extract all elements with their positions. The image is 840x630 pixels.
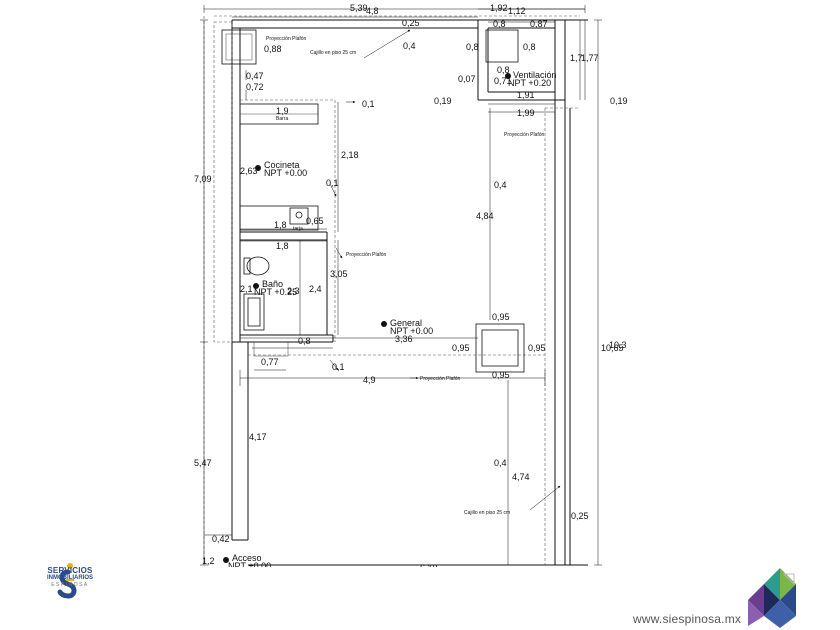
dim-col-087: 0,87 [530,19,548,29]
dim-top-48: 4,8 [366,6,379,16]
room-labels: Cocineta NPT +0.00 Baño NPT +0.25 Genera… [228,70,557,571]
dim-h-49: 4,9 [363,375,376,385]
room-markers [223,73,511,563]
dim-left-547: 5,47 [194,458,212,468]
room-level-cocineta: NPT +0.00 [264,168,307,178]
room-name-ventilacion: Ventilación [513,70,557,80]
dim-left-709: 7,09 [194,174,212,184]
walls [231,19,588,566]
dim-left-047: 0,47 [246,71,264,81]
note-cajillo-bottom: Cajillo en piso 25 cm [464,510,510,516]
dim-v-025: 0,25 [571,511,589,521]
dim-v-24: 2,4 [309,284,322,294]
dim-col-08b: 0,8 [466,42,479,52]
note-proyeccion-right: Proyección Plafón [504,132,545,138]
room-name-bano: Baño [262,279,283,289]
dim-h-18a: 1,8 [274,220,287,230]
room-name-general: General [390,318,422,328]
dim-left-072: 0,72 [246,82,264,92]
dimension-lines [200,5,602,566]
dim-h-042: 0,42 [212,534,230,544]
dim-h-18b: 1,8 [276,241,289,251]
dim-top-112: 1,12 [508,6,526,16]
note-barra: Barra [276,116,288,122]
dim-v-417: 4,17 [249,432,267,442]
brand-line1: SERVICIOS [47,566,93,575]
room-level-bano: NPT +0.25 [254,287,297,297]
dim-v-484: 4,84 [476,211,494,221]
dim-col-08a: 0,8 [493,19,506,29]
crop-mask [180,567,640,575]
room-level-general: NPT +0.00 [390,326,433,336]
dim-bano-23: 2,3 [287,286,300,296]
dim-left-088: 0,88 [264,44,282,54]
brand-line3: ESPINOSA [51,582,89,588]
note-cajillo-top: Cajillo en piso 25 cm [310,50,356,56]
dim-h-019b: 0,19 [610,96,628,106]
dim-top-025: 0,25 [402,18,420,28]
note-tarja: tarja [293,226,303,232]
dim-col-095-bot: 0,95 [492,370,510,380]
dim-right-177: 1,77 [581,53,599,63]
mosaic-logo [748,568,796,628]
note-proyeccion-bath: Proyección Plafón [346,252,387,258]
dim-right-17: 1,7 [570,53,583,63]
brand-name: SERVICIOS INMOBILIARIOS ESPINOSA [28,566,112,588]
dim-col-095-top: 0,95 [492,312,510,322]
dim-v-065: 0,65 [306,216,324,226]
dim-h-19: 1,9 [276,106,289,116]
dim-v-12: 1,2 [202,556,215,566]
notes: Proyección Plafón Cajillo en piso 25 cm … [266,36,545,516]
dim-v-474: 4,74 [512,472,530,482]
dim-right-103: 10,3 [609,340,627,350]
dim-v-01b: 0,1 [326,178,339,188]
room-name-acceso: Acceso [232,553,262,563]
leader-arrows [329,29,561,511]
room-name-cocineta: Cocineta [264,160,300,170]
dim-h-191: 1,91 [517,90,535,100]
dim-right-1065: 10,65 [601,343,624,353]
dim-col-08c: 0,8 [523,42,536,52]
dim-h-01: 0,1 [362,99,375,109]
dim-bano-21: 2,1 [240,284,253,294]
room-level-ventilacion: NPT +0.20 [508,78,551,88]
dim-v-04-low: 0,4 [494,458,507,468]
dim-h-019a: 0,19 [434,96,452,106]
dim-h-08: 0,8 [298,336,311,346]
brand-line2: INMOBILIARIOS [47,575,93,581]
dim-col-08d: 0,8 [497,65,510,75]
dim-col-095-left: 0,95 [452,343,470,353]
brand-logo [57,563,77,599]
dim-left-263: 2,63 [240,166,258,176]
website-link[interactable]: www.siespinosa.mx [633,612,742,626]
dim-h-077: 0,77 [261,357,279,367]
dim-v-071: 0,71 [494,76,512,86]
dim-top-192: 1,92 [490,3,508,13]
dim-h-199: 1,99 [517,108,535,118]
dim-v-305: 3,05 [330,269,348,279]
fixtures [221,29,525,373]
dim-v-04-top: 0,4 [403,41,416,51]
note-proyeccion-general: Proyección Plafón [420,376,461,382]
note-proyeccion-top: Proyección Plafón [266,36,307,42]
dim-v-218: 2,18 [341,150,359,160]
dim-v-007: 0,07 [458,74,476,84]
dim-col-095-right: 0,95 [528,343,546,353]
dim-v-04-mid: 0,4 [494,180,507,190]
dim-top-total: 5,39 [350,3,368,13]
dim-v-01c: 0,1 [332,362,345,372]
room-level-acceso: NPT +0.00 [228,561,271,571]
dim-h-336: 3,36 [395,334,413,344]
